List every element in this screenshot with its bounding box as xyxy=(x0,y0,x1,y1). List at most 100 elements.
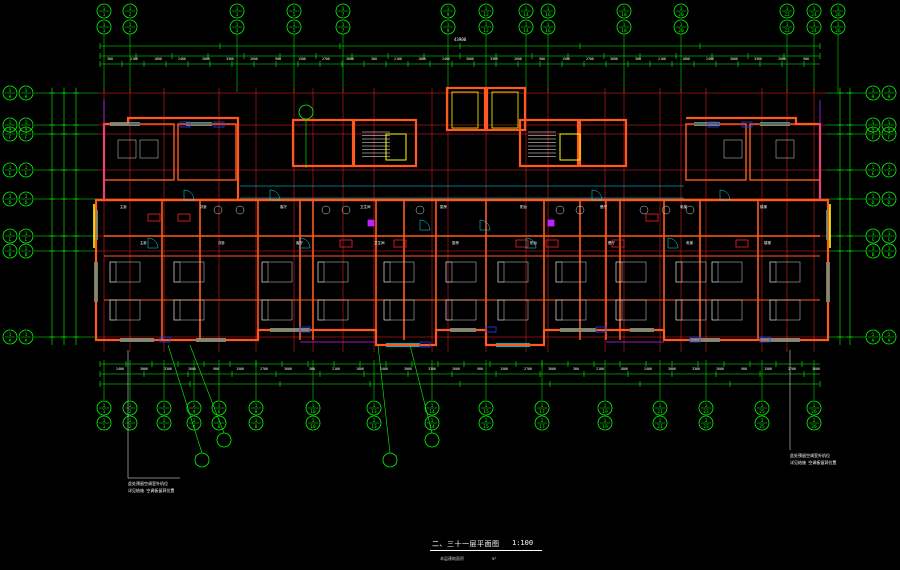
top-axis-1-20-circle xyxy=(673,3,689,19)
bottom-axis-1-2-bottom: 2 xyxy=(129,409,132,415)
top-axis-1-22-bottom: 22 xyxy=(784,12,790,18)
bottom-axis-1-13-circle xyxy=(366,400,382,416)
bottom-axis-1-23-top: 1 xyxy=(705,403,708,409)
bed-pillow-19 xyxy=(675,299,683,321)
bottom-axis2-1-4-top: 1 xyxy=(193,418,196,424)
bottom-axis2-1-19-circle xyxy=(597,415,613,431)
top-axis2-1-1-top: 1 xyxy=(103,22,106,28)
bottom-axis-1-6-top: 1 xyxy=(218,403,221,409)
room-label-upper-8: 楼梯 xyxy=(760,204,768,209)
bottom-axis2-1-23-bottom: 23 xyxy=(703,424,709,430)
dim-text-top: 2400 xyxy=(442,57,450,61)
right-axis-1-B-bottom: B xyxy=(872,252,875,258)
callout-bubble-1 xyxy=(298,104,314,120)
bottom-axis-1-21-circle xyxy=(652,400,668,416)
room-label-upper-7: 电梯 xyxy=(680,204,688,209)
dim-text-bottom: 3300 xyxy=(692,367,700,371)
dim-text-bottom: 3600 xyxy=(284,367,292,371)
left-axis2-1-A-top: 1 xyxy=(25,332,28,338)
left-axis-1-B-top: 1 xyxy=(9,246,12,252)
dim-text-top: 3300 xyxy=(490,57,498,61)
door-arc-2 xyxy=(419,219,431,231)
upper-right-room-2 xyxy=(749,123,821,181)
top-axis-1-22-top: 1 xyxy=(786,6,789,12)
bed-pillow-5 xyxy=(261,299,269,321)
dim-text-top: 2100 xyxy=(394,57,402,61)
room-tag-3 xyxy=(545,239,559,248)
bottom-axis2-1-15-top: 1 xyxy=(485,418,488,424)
door-arc-0 xyxy=(183,189,195,201)
bed-0 xyxy=(109,261,141,283)
top-axis-1-14-bottom: 14 xyxy=(523,12,529,18)
dim-text-bottom: 2600 xyxy=(188,367,196,371)
bottom-axis-1-10-top: 1 xyxy=(312,403,315,409)
right-axis2-1-A-bottom: A xyxy=(888,338,891,344)
room-label-0: 主卧 xyxy=(140,240,147,245)
bottom-axis2-1-3-top: 1 xyxy=(163,418,166,424)
left-axis-1-C-circle xyxy=(2,228,18,244)
bottom-axis2-1-26-bottom: 26 xyxy=(811,424,817,430)
right-axis2-1-F-circle xyxy=(881,126,897,142)
left-axis2-1-B-circle xyxy=(18,243,34,259)
top-axis2-1-18-top: 1 xyxy=(623,22,626,28)
top-axis-1-14-top: 1 xyxy=(525,6,528,12)
right-axis2-1-E-top: 1 xyxy=(888,165,891,171)
upper-left-room-2 xyxy=(177,123,237,181)
right-axis2-1-D-top: 1 xyxy=(888,194,891,200)
bed-9 xyxy=(383,299,415,321)
bottom-axis-1-13-top: 1 xyxy=(373,403,376,409)
top-axis-1-26-top: 1 xyxy=(837,6,840,12)
dim-text-top: 900 xyxy=(539,57,545,61)
dim-text-top: 2700 xyxy=(322,57,330,61)
bed-pillow-13 xyxy=(497,299,505,321)
bottom-axis2-1-19-bottom: 19 xyxy=(602,424,608,430)
right-axis2-1-C-bottom: C xyxy=(888,237,891,243)
bottom-axis2-1-23-top: 1 xyxy=(705,418,708,424)
bottom-axis2-1-13-top: 1 xyxy=(373,418,376,424)
bed-pillow-22 xyxy=(769,261,777,283)
dim-text-bottom: 3300 xyxy=(164,367,172,371)
bottom-axis2-1-1-bottom: 1 xyxy=(103,424,106,430)
sofa-3 xyxy=(117,139,137,159)
bed-pillow-12 xyxy=(497,261,505,283)
room-label-7: 电梯 xyxy=(686,240,694,245)
dim-text-bottom: 900 xyxy=(477,367,483,371)
bottom-axis2-1-6-bottom: 6 xyxy=(218,424,221,430)
bed-15 xyxy=(555,299,587,321)
bottom-axis2-1-8-top: 1 xyxy=(255,418,258,424)
bottom-axis-1-19-top: 1 xyxy=(604,403,607,409)
dim-text-bottom: 3600 xyxy=(812,367,820,371)
right-axis2-1-A-top: 1 xyxy=(888,332,891,338)
dim-text-bottom: 300 xyxy=(573,367,579,371)
top-axis-1-14-circle xyxy=(518,3,534,19)
left-axis2-1-F-bottom: F xyxy=(25,135,28,141)
door-arc-3 xyxy=(479,219,491,231)
top-axis2-1-26-top: 1 xyxy=(837,22,840,28)
top-axis-1-16-circle xyxy=(540,3,556,19)
left-axis2-1-A-bottom: A xyxy=(25,338,28,344)
dim-text-bottom: 900 xyxy=(741,367,747,371)
top-axis-1-2-circle xyxy=(122,3,138,19)
top-axis-1-5-bottom: 5 xyxy=(293,12,296,18)
door-arc-9 xyxy=(667,237,679,249)
bottom-axis2-1-19-top: 1 xyxy=(604,418,607,424)
top-axis-1-3-circle xyxy=(229,3,245,19)
left-axis2-1-D-top: 1 xyxy=(25,194,28,200)
bottom-axis2-1-17-circle xyxy=(534,415,550,431)
door-arc-4 xyxy=(591,189,603,201)
blue-window-marker-0 xyxy=(179,121,191,128)
bottom-axis2-1-3-circle xyxy=(156,415,172,431)
bottom-axis2-1-26-circle xyxy=(806,415,822,431)
bottom-axis-1-15-circle xyxy=(478,400,494,416)
right-axis-1-F-top: 1 xyxy=(872,129,875,135)
stair-left xyxy=(352,118,418,168)
lift-shaft-2 xyxy=(491,91,519,129)
left-axis-1-H-circle xyxy=(2,85,18,101)
bottom-axis-1-26-bottom: 26 xyxy=(811,409,817,415)
bottom-axis-1-15-top: 1 xyxy=(485,403,488,409)
blue-window-marker-1 xyxy=(213,121,225,128)
left-axis-1-F-top: 1 xyxy=(9,129,12,135)
bottom-axis2-1-13-circle xyxy=(366,415,382,431)
room-tag-7 xyxy=(339,239,353,248)
